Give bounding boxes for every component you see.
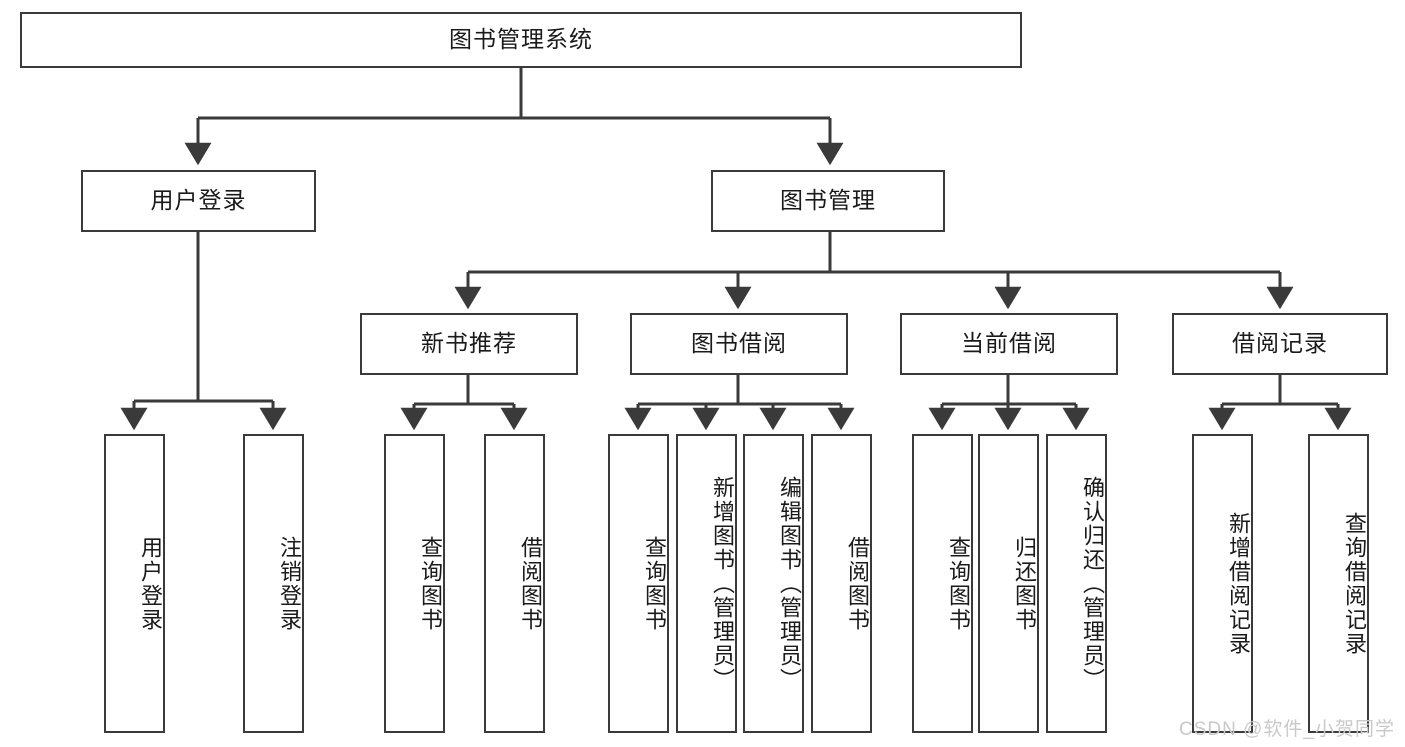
leaf-logout[interactable]: 注销登录: [243, 434, 304, 733]
node-label: 借阅图书: [518, 535, 543, 632]
node-label: 确认归还（管理员）: [1080, 475, 1105, 692]
leaf-query-borrow-record[interactable]: 查询借阅记录: [1308, 434, 1369, 733]
leaf-return-book[interactable]: 归还图书: [978, 434, 1039, 733]
node-label: 编辑图书（管理员）: [777, 475, 802, 692]
node-label: 图书管理系统: [449, 26, 593, 53]
node-current-borrow[interactable]: 当前借阅: [900, 313, 1118, 375]
leaf-borrow-books-recommend[interactable]: 借阅图书: [484, 434, 545, 733]
node-root-system[interactable]: 图书管理系统: [20, 12, 1022, 68]
node-label: 查询借阅记录: [1342, 511, 1367, 656]
node-book-management[interactable]: 图书管理: [711, 170, 945, 232]
node-label: 图书借阅: [691, 330, 787, 357]
node-book-borrow[interactable]: 图书借阅: [630, 313, 848, 375]
leaf-add-book-admin[interactable]: 新增图书（管理员）: [676, 434, 737, 733]
node-label: 借阅记录: [1232, 330, 1328, 357]
node-label: 借阅图书: [845, 535, 870, 632]
node-label: 注销登录: [277, 535, 302, 632]
leaf-edit-book-admin[interactable]: 编辑图书（管理员）: [743, 434, 804, 733]
node-label: 归还图书: [1012, 535, 1037, 632]
node-label: 新书推荐: [421, 330, 517, 357]
leaf-confirm-return-admin[interactable]: 确认归还（管理员）: [1046, 434, 1107, 733]
node-user-login[interactable]: 用户登录: [81, 170, 316, 232]
csdn-watermark: CSDN @软件_小贺同学: [1179, 719, 1395, 740]
node-label: 当前借阅: [961, 330, 1057, 357]
leaf-add-borrow-record[interactable]: 新增借阅记录: [1192, 434, 1253, 733]
node-label: 用户登录: [150, 187, 247, 214]
leaf-query-books-borrow[interactable]: 查询图书: [608, 434, 669, 733]
leaf-borrow-book[interactable]: 借阅图书: [811, 434, 872, 733]
leaf-query-books-current[interactable]: 查询图书: [912, 434, 973, 733]
node-label: 新增借阅记录: [1226, 511, 1251, 656]
node-label: 查询图书: [946, 535, 971, 632]
node-borrow-records[interactable]: 借阅记录: [1172, 313, 1388, 375]
node-label: 查询图书: [418, 535, 443, 632]
node-label: 图书管理: [780, 187, 876, 214]
node-new-book-recommend[interactable]: 新书推荐: [360, 313, 578, 375]
leaf-user-login[interactable]: 用户登录: [104, 434, 165, 733]
node-label: 用户登录: [138, 535, 163, 632]
leaf-query-books-recommend[interactable]: 查询图书: [384, 434, 445, 733]
node-label: 查询图书: [642, 535, 667, 632]
node-label: 新增图书（管理员）: [710, 475, 735, 692]
